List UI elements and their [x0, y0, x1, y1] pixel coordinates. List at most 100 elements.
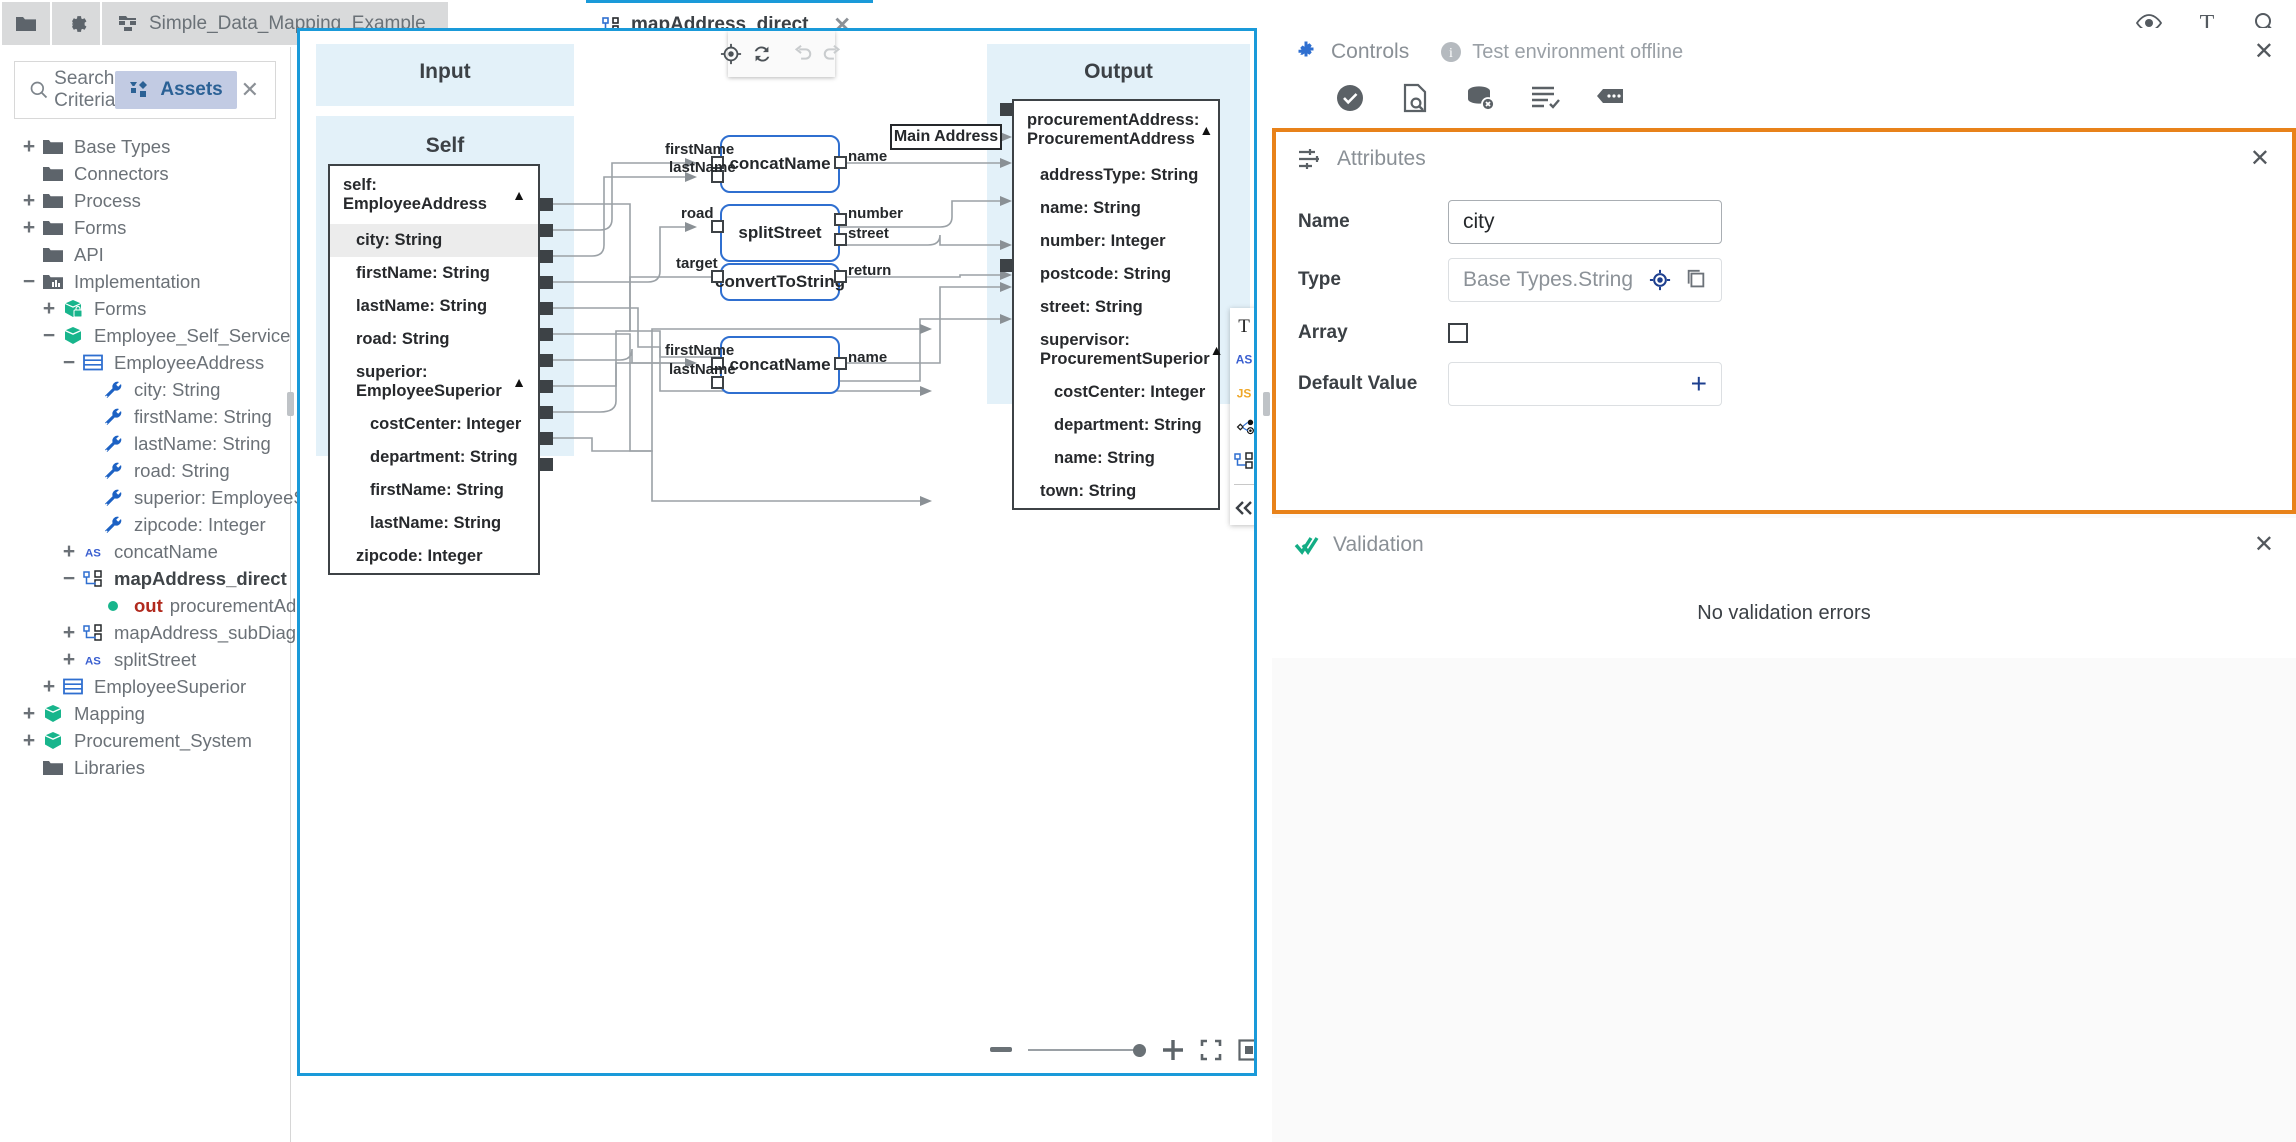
- port-out-number[interactable]: [834, 213, 847, 226]
- name-field[interactable]: city: [1448, 200, 1722, 244]
- mapping-icon[interactable]: [1231, 450, 1254, 472]
- data-node-field[interactable]: department: String: [330, 441, 538, 474]
- port-in-lastname-1[interactable]: [711, 170, 724, 183]
- tree-toggle-icon[interactable]: +: [62, 539, 76, 563]
- output-data-node[interactable]: procurementAddress: ProcurementAddress▲a…: [1012, 99, 1223, 510]
- tree-item[interactable]: +mapAddress_subDiagram: [0, 619, 328, 646]
- tree-item[interactable]: +Procurement_System: [0, 727, 290, 754]
- tree-toggle-icon[interactable]: +: [22, 215, 36, 239]
- tree-item[interactable]: +Forms: [0, 295, 290, 322]
- zoom-slider[interactable]: [1028, 1041, 1146, 1059]
- port-out-name-1[interactable]: [834, 156, 847, 169]
- tree-item[interactable]: superior: EmployeeSuperior: [0, 484, 363, 511]
- port-in-firstname-1[interactable]: [711, 156, 724, 169]
- close-attributes-icon[interactable]: ✕: [2249, 145, 2270, 172]
- port-self-lastname[interactable]: [540, 276, 553, 289]
- port-self-superior[interactable]: [540, 328, 553, 341]
- function-node-concatname-1[interactable]: concatName: [720, 135, 840, 193]
- type-field[interactable]: Base Types.String: [1448, 258, 1722, 302]
- assets-button[interactable]: Assets: [115, 71, 237, 109]
- redo-icon[interactable]: [822, 42, 844, 66]
- search-box[interactable]: Search Criteria Assets ✕: [14, 61, 276, 119]
- close-validation-icon[interactable]: ✕: [2253, 531, 2274, 558]
- js-icon[interactable]: JS: [1231, 382, 1254, 404]
- data-node-field[interactable]: firstName: String: [330, 257, 538, 290]
- tree-toggle-icon[interactable]: +: [62, 647, 76, 671]
- function-node-splitstreet[interactable]: splitStreet: [720, 204, 840, 262]
- port-out-return[interactable]: [834, 270, 847, 283]
- tree-item[interactable]: +EmployeeSuperior: [0, 673, 290, 700]
- tree-toggle-icon[interactable]: −: [42, 323, 56, 347]
- copy-type-icon[interactable]: [1685, 269, 1707, 291]
- data-node-field[interactable]: name: String: [1014, 442, 1218, 475]
- tree-item[interactable]: firstName: String: [0, 403, 290, 430]
- data-node-field[interactable]: lastName: String: [330, 290, 538, 323]
- tree-item[interactable]: +Process: [0, 187, 290, 214]
- add-default-value-icon[interactable]: +: [1690, 368, 1707, 399]
- center-icon[interactable]: [720, 42, 742, 66]
- data-node-field[interactable]: firstName: String: [330, 474, 538, 507]
- canvas-resize-handle[interactable]: [1263, 392, 1270, 416]
- array-checkbox[interactable]: [1448, 323, 1468, 343]
- diagram-canvas[interactable]: Input Self Output: [297, 28, 1257, 1076]
- actual-size-icon[interactable]: [1238, 1039, 1254, 1061]
- zoom-slider-thumb[interactable]: [1133, 1043, 1146, 1057]
- function-node-concatname-2[interactable]: concatName: [720, 336, 840, 394]
- close-controls-icon[interactable]: ✕: [2253, 38, 2274, 65]
- tree-item[interactable]: +Mapping: [0, 700, 290, 727]
- data-node-field[interactable]: lastName: String: [330, 507, 538, 540]
- tree-item[interactable]: +Forms: [0, 214, 290, 241]
- search-input[interactable]: Search Criteria: [54, 68, 116, 111]
- sidebar-resize-handle[interactable]: [287, 392, 294, 416]
- as-icon[interactable]: AS: [1231, 348, 1254, 370]
- data-node-field[interactable]: zipcode: Integer: [330, 540, 538, 573]
- main-address-node[interactable]: Main Address: [890, 124, 1002, 150]
- tree-item[interactable]: city: String: [0, 376, 290, 403]
- tree-item[interactable]: Libraries: [0, 754, 290, 781]
- data-node-field[interactable]: costCenter: Integer: [1014, 376, 1218, 409]
- port-self-costcenter[interactable]: [540, 354, 553, 367]
- function-node-converttostring[interactable]: convertToString: [715, 263, 845, 301]
- text-icon[interactable]: T: [1231, 314, 1254, 336]
- log-icon[interactable]: [1529, 82, 1561, 114]
- gear-icon[interactable]: [52, 2, 100, 45]
- tree-item[interactable]: +Base Types: [0, 133, 290, 160]
- data-node-field[interactable]: street: String: [1014, 291, 1218, 324]
- tree-toggle-icon[interactable]: +: [62, 620, 76, 644]
- data-node-field[interactable]: department: String: [1014, 409, 1218, 442]
- data-node-header[interactable]: procurementAddress: ProcurementAddress▲: [1014, 101, 1218, 159]
- default-value-field[interactable]: +: [1448, 362, 1722, 406]
- inspect-doc-icon[interactable]: [1399, 82, 1431, 114]
- port-self-city[interactable]: [540, 224, 553, 237]
- data-node-field[interactable]: addressType: String: [1014, 159, 1218, 192]
- tree-toggle-icon[interactable]: +: [22, 728, 36, 752]
- port-self-zipcode[interactable]: [540, 458, 553, 471]
- tree-toggle-icon[interactable]: +: [22, 134, 36, 158]
- data-node-field[interactable]: city: String: [330, 224, 538, 257]
- tree-toggle-icon[interactable]: −: [62, 350, 76, 374]
- tab-project[interactable]: Simple_Data_Mapping_Example: [102, 2, 448, 45]
- folder-icon[interactable]: [2, 2, 50, 45]
- port-self-firstname[interactable]: [540, 250, 553, 263]
- data-node-field[interactable]: postcode: String: [1014, 258, 1218, 291]
- data-node-field[interactable]: road: String: [330, 323, 538, 356]
- zoom-in-icon[interactable]: [1162, 1039, 1184, 1061]
- collapse-icon[interactable]: [1231, 497, 1254, 519]
- port-in-road[interactable]: [711, 220, 724, 233]
- clear-data-icon[interactable]: [1464, 82, 1496, 114]
- locate-type-icon[interactable]: [1649, 269, 1671, 291]
- data-node-field[interactable]: supervisor:ProcurementSuperior▲: [1014, 324, 1223, 376]
- port-out-header[interactable]: [1000, 103, 1013, 116]
- tree-item[interactable]: −EmployeeAddress: [0, 349, 290, 376]
- port-in-target[interactable]: [711, 270, 724, 283]
- tree-toggle-icon[interactable]: +: [42, 296, 56, 320]
- zoom-out-icon[interactable]: [990, 1047, 1012, 1053]
- tree-item[interactable]: API: [0, 241, 290, 268]
- chevron-up-icon[interactable]: ▲: [512, 187, 526, 203]
- tree-toggle-icon[interactable]: +: [42, 674, 56, 698]
- port-self-sup-lastname[interactable]: [540, 432, 553, 445]
- port-self-sup-firstname[interactable]: [540, 406, 553, 419]
